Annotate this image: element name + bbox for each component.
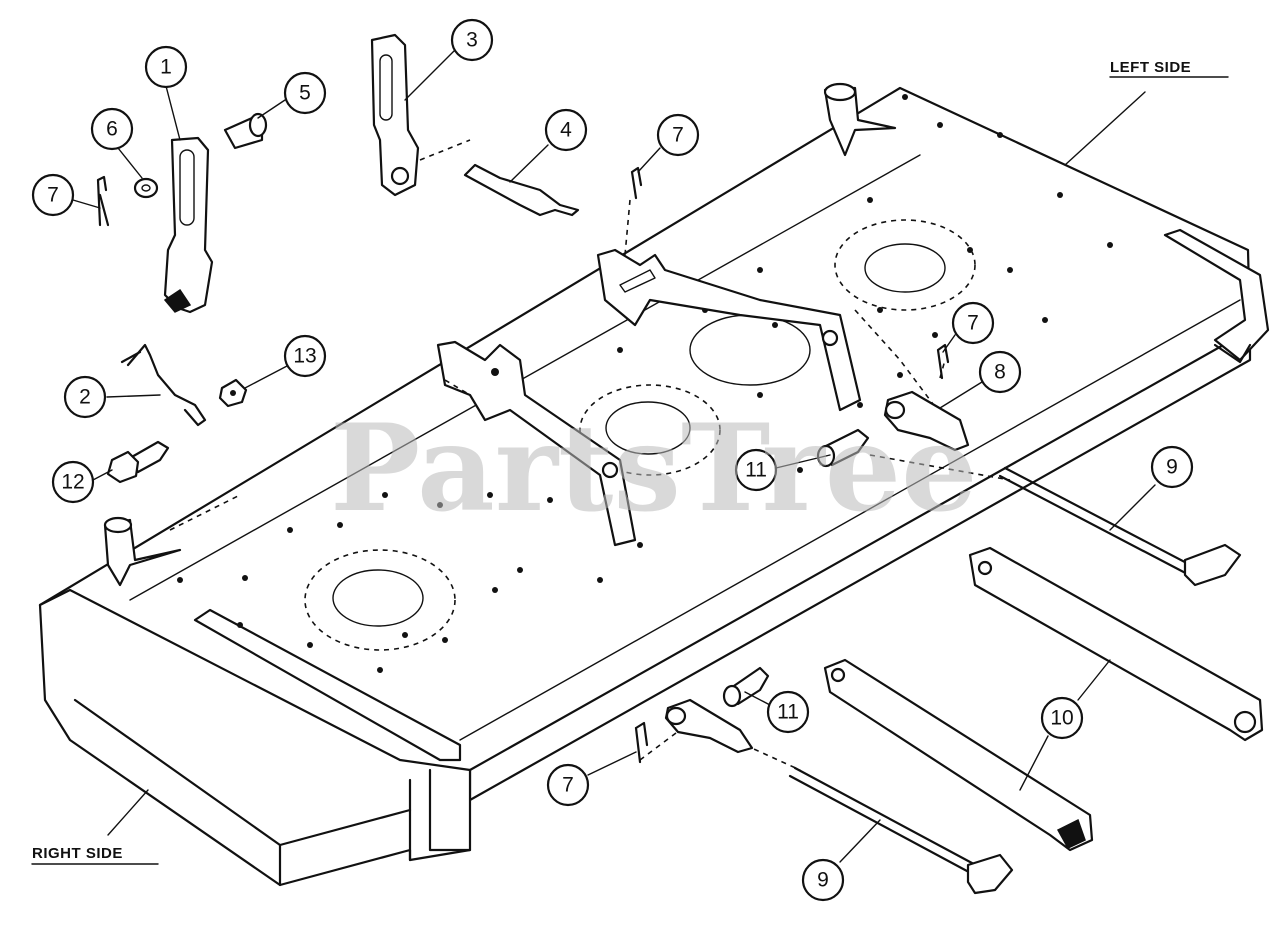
callout-11-a-number: 11 — [745, 459, 767, 482]
deck-pivot-right — [103, 516, 182, 587]
part-11-clevis-pin-lower — [722, 666, 770, 708]
callout-8 — [978, 350, 1022, 394]
callout-7-a — [31, 173, 75, 217]
callout-7-c — [951, 301, 995, 345]
callout-3 — [450, 18, 494, 62]
callout-2 — [63, 375, 107, 419]
callout-9-b-number: 9 — [817, 869, 829, 892]
part-10-lift-arm-lower — [823, 658, 1094, 852]
part-5-clevis-pin — [223, 112, 268, 150]
part-4-spring — [463, 163, 580, 217]
part-13-nut — [218, 378, 248, 408]
part-3-adjusting-link — [370, 33, 420, 197]
side-labels: LEFT SIDE RIGHT SIDE — [31, 59, 1229, 865]
lift-bracket-left — [596, 248, 862, 412]
callout-7-b-number: 7 — [672, 124, 684, 147]
callout-9-b — [801, 858, 845, 902]
callout-12-number: 12 — [61, 471, 84, 494]
callout-10-number: 10 — [1050, 707, 1073, 730]
watermark-text: PartsTree — [330, 398, 977, 539]
callout-7-c-number: 7 — [967, 312, 979, 335]
callout-7-d — [546, 763, 590, 807]
callout-7-a-number: 7 — [47, 184, 59, 207]
part-1-adjusting-link — [163, 136, 214, 314]
part-6-washer — [133, 177, 159, 199]
callout-6 — [90, 107, 134, 151]
callout-7-b — [656, 113, 700, 157]
part-2-spring — [120, 343, 207, 427]
callout-9-a — [1150, 445, 1194, 489]
deck-pivot-left — [823, 82, 897, 157]
part-11-clevis-pin — [816, 428, 870, 468]
part-7-hairpin-clips — [96, 166, 950, 764]
callout-11-a — [734, 448, 778, 492]
callout-10 — [1040, 696, 1084, 740]
left-side-label: LEFT SIDE — [1110, 59, 1191, 76]
callout-3-number: 3 — [466, 29, 478, 52]
callout-7-d-number: 7 — [562, 774, 574, 797]
part-8-clevis-lower — [664, 698, 754, 754]
right-side-label: RIGHT SIDE — [32, 845, 123, 862]
callout-5-number: 5 — [299, 82, 311, 105]
callout-6-number: 6 — [106, 118, 118, 141]
callout-8-number: 8 — [994, 361, 1006, 384]
callout-11-b-number: 11 — [777, 701, 799, 724]
callout-1-number: 1 — [160, 56, 172, 79]
callout-9-a-number: 9 — [1166, 456, 1178, 479]
callout-5 — [283, 71, 327, 115]
part-9-rod-upper — [998, 466, 1242, 587]
callouts: 1 2 3 4 5 6 7 7 7 7 — [31, 18, 1194, 902]
callout-4 — [544, 108, 588, 152]
mower-deck — [38, 86, 1270, 887]
callout-13-number: 13 — [293, 345, 316, 368]
callout-4-number: 4 — [560, 119, 572, 142]
part-8-clevis — [883, 390, 970, 452]
callout-11-b — [766, 690, 810, 734]
callout-2-number: 2 — [79, 386, 91, 409]
callout-12 — [51, 460, 95, 504]
part-9-rod-lower — [788, 766, 1014, 895]
lift-bracket-right — [436, 340, 637, 547]
part-10-lift-arm-upper — [968, 546, 1264, 742]
part-12-bolt — [106, 440, 170, 484]
callout-13 — [283, 334, 327, 378]
callout-1 — [144, 45, 188, 89]
